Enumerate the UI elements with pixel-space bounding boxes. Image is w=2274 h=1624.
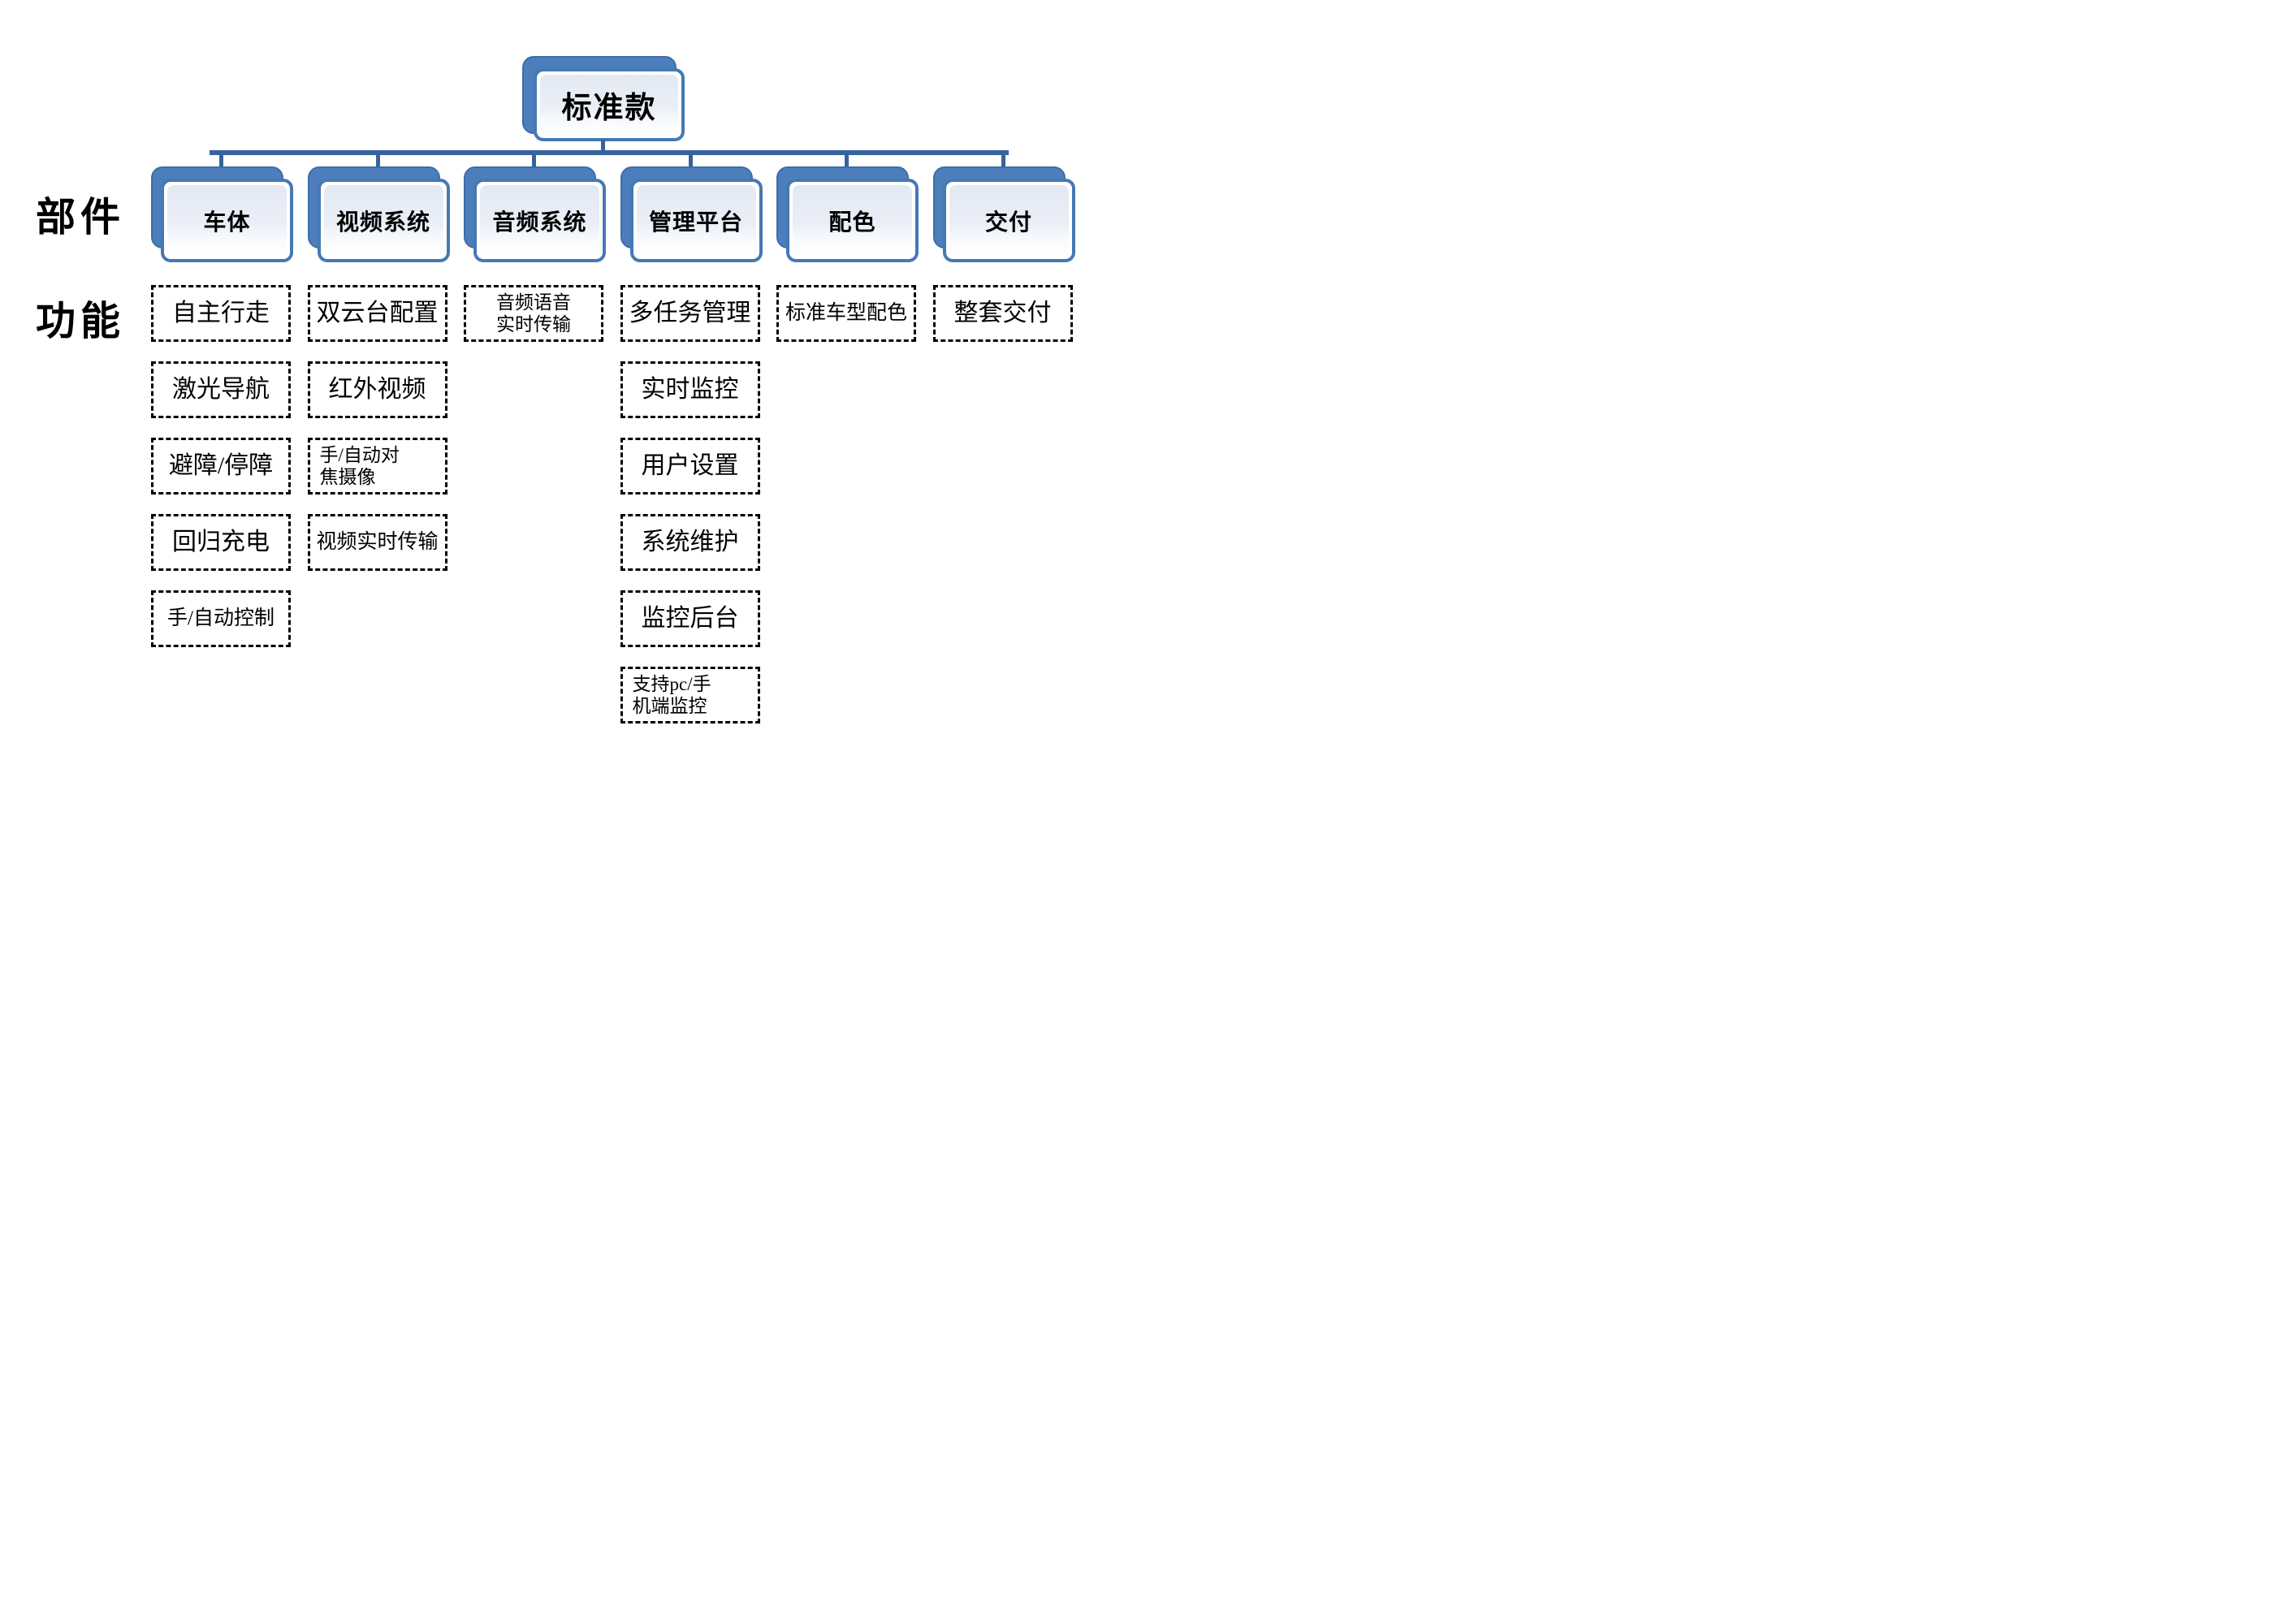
part-box: 视频系统 — [317, 179, 450, 262]
part-label: 车体 — [203, 209, 251, 235]
function-box: 视频实时传输 — [307, 514, 447, 571]
part-column: 管理平台 多任务管理 实时监控 用户设置 系统维护 监控后台 支持pc/手 机端… — [619, 166, 775, 735]
part-label: 管理平台 — [648, 209, 743, 235]
connector-branch-stub — [375, 153, 380, 170]
part-column: 交付 整套交付 — [932, 166, 1087, 735]
function-label: 避障/停障 — [168, 452, 274, 480]
part-label: 配色 — [828, 209, 876, 235]
row-label-parts: 部件 — [35, 195, 125, 240]
part-box-panel — [636, 185, 756, 256]
function-label: 手/自动对 焦摄像 — [319, 444, 400, 487]
part-box-panel — [167, 185, 287, 256]
root-node: 标准款 — [522, 56, 697, 153]
part-box: 管理平台 — [629, 179, 763, 262]
function-label: 激光导航 — [172, 376, 270, 404]
function-label: 用户设置 — [641, 452, 739, 480]
function-box: 手/自动对 焦摄像 — [307, 438, 447, 495]
function-label: 回归充电 — [172, 529, 270, 556]
root-node-front: 标准款 — [534, 68, 685, 141]
function-label: 音频语音 实时传输 — [496, 292, 571, 335]
part-label: 交付 — [984, 209, 1032, 235]
function-box: 回归充电 — [151, 514, 291, 571]
connector-branch-stub — [1001, 153, 1005, 170]
function-label: 自主行走 — [172, 300, 270, 327]
function-box: 音频语音 实时传输 — [464, 285, 603, 342]
part-label: 视频系统 — [335, 209, 430, 235]
root-node-label: 标准款 — [561, 92, 657, 125]
function-label: 系统维护 — [641, 529, 739, 556]
row-label-functions: 功能 — [35, 299, 125, 343]
connector-branch-stub — [532, 153, 536, 170]
connector-branch-stub — [688, 153, 693, 170]
function-box: 自主行走 — [151, 285, 291, 342]
part-box-panel — [793, 185, 912, 256]
part-box: 交付 — [942, 179, 1075, 262]
connector-branch-stub — [845, 153, 849, 170]
function-label: 标准车型配色 — [785, 302, 907, 325]
part-box-panel — [480, 185, 599, 256]
function-label: 双云台配置 — [316, 300, 439, 327]
function-box: 用户设置 — [620, 438, 760, 495]
part-box: 配色 — [786, 179, 919, 262]
function-label: 实时监控 — [641, 376, 739, 404]
part-box-panel — [949, 185, 1069, 256]
function-label: 支持pc/手 机端监控 — [632, 673, 711, 716]
root-node-panel — [540, 75, 678, 135]
connector-branch-stub — [219, 153, 223, 170]
function-box: 双云台配置 — [307, 285, 447, 342]
function-box: 激光导航 — [151, 361, 291, 418]
function-label: 多任务管理 — [629, 300, 751, 327]
part-column: 车体 自主行走 激光导航 避障/停障 回归充电 手/自动控制 — [149, 166, 305, 735]
function-box: 标准车型配色 — [776, 285, 916, 342]
part-box: 车体 — [161, 179, 293, 262]
function-box: 红外视频 — [307, 361, 447, 418]
part-box: 音频系统 — [473, 179, 606, 262]
part-column: 音频系统 音频语音 实时传输 — [462, 166, 618, 735]
function-box: 整套交付 — [932, 285, 1073, 342]
function-label: 监控后台 — [641, 605, 739, 633]
function-label: 视频实时传输 — [316, 531, 439, 554]
part-box-panel — [323, 185, 443, 256]
function-label: 整套交付 — [953, 300, 1052, 327]
part-label: 音频系统 — [492, 209, 587, 235]
function-box: 支持pc/手 机端监控 — [620, 667, 760, 723]
connector-root-stub — [601, 140, 605, 152]
function-label: 红外视频 — [328, 376, 426, 404]
function-box: 手/自动控制 — [151, 590, 291, 647]
function-box: 避障/停障 — [151, 438, 291, 495]
function-box: 多任务管理 — [620, 285, 760, 342]
org-chart: 标准款 部件 功能 车体 自主行走 激光导航 避障/停障 回归充电 手/自动控制… — [0, 0, 1137, 812]
function-label: 手/自动控制 — [167, 607, 275, 630]
function-box: 监控后台 — [620, 590, 760, 647]
part-column: 配色 标准车型配色 — [775, 166, 931, 735]
function-box: 系统维护 — [620, 514, 760, 571]
function-box: 实时监控 — [620, 361, 760, 418]
part-column: 视频系统 双云台配置 红外视频 手/自动对 焦摄像 视频实时传输 — [306, 166, 462, 735]
connector-horizontal-line — [210, 150, 1009, 155]
